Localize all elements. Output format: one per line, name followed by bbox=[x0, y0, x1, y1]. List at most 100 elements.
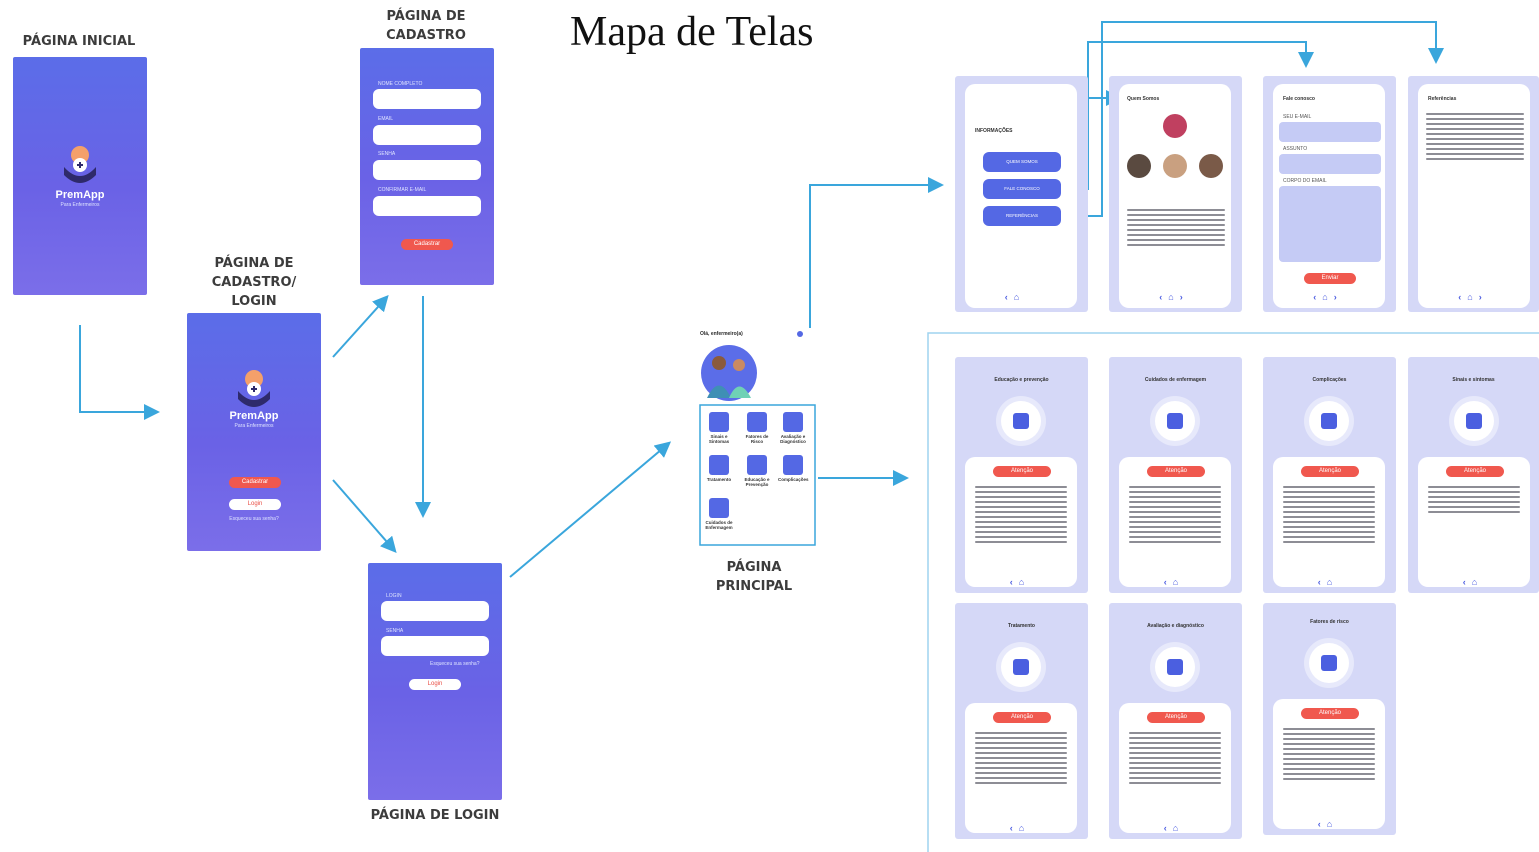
quem-somos-button[interactable]: QUEM SOMOS bbox=[983, 152, 1061, 172]
login-submit-button[interactable]: Login bbox=[409, 679, 461, 690]
nurse-illustration-icon bbox=[701, 345, 757, 401]
referencias-card bbox=[1418, 84, 1530, 308]
field-label-senha: SENHA bbox=[378, 151, 396, 157]
caption-pagina-inicial: PÁGINA INICIAL bbox=[22, 34, 136, 49]
topic-title: Tratamento bbox=[1008, 623, 1035, 629]
topic-screen-fatores: Fatores de risco Atenção ‹⌂ bbox=[1263, 603, 1396, 835]
topic-screen-cuidados: Cuidados de enfermagem Atenção ‹⌂ bbox=[1109, 357, 1242, 593]
topic-text bbox=[1283, 725, 1375, 783]
nav-bar[interactable]: ‹⌂ bbox=[1009, 577, 1031, 587]
menu-complicacoes[interactable]: Complicações bbox=[778, 455, 809, 482]
password-input[interactable] bbox=[381, 636, 489, 656]
corpo-label: CORPO DO EMAIL bbox=[1283, 178, 1327, 184]
menu-sinais-sintomas[interactable]: Sinais e Sintomas bbox=[704, 412, 734, 444]
treatment-icon bbox=[709, 455, 729, 475]
nav-bar[interactable]: ‹⌂ bbox=[1317, 819, 1339, 829]
topic-text bbox=[1129, 483, 1221, 546]
menu-educacao-prevencao[interactable]: Educação e Prevenção bbox=[742, 455, 772, 487]
menu-tratamento[interactable]: Tratamento bbox=[704, 455, 734, 482]
topic-title: Complicações bbox=[1312, 377, 1347, 383]
logo-subtitle: Para Enfermeiros bbox=[60, 202, 100, 208]
email-input[interactable] bbox=[373, 125, 481, 145]
nurse-cap-icon bbox=[709, 498, 729, 518]
attention-badge: Atenção bbox=[1301, 466, 1359, 477]
login-button[interactable]: Login bbox=[229, 499, 281, 510]
education-icon bbox=[1013, 413, 1029, 429]
nav-bar[interactable]: ‹⌂› bbox=[1159, 292, 1189, 302]
greeting-text: Olá, enfermeiro(a) bbox=[700, 331, 743, 337]
menu-cuidados-enfermagem[interactable]: Cuidados de Enfermagem bbox=[704, 498, 734, 530]
nav-bar[interactable]: ‹⌂ bbox=[1462, 577, 1484, 587]
informacoes-screen: INFORMAÇÕES QUEM SOMOS FALE CONOSCO REFE… bbox=[955, 76, 1088, 312]
enviar-button[interactable]: Enviar bbox=[1304, 273, 1356, 284]
warning-icon bbox=[1309, 401, 1349, 441]
referencias-screen: Referências ‹⌂› bbox=[1408, 76, 1539, 312]
email-label: SEU E-MAIL bbox=[1283, 114, 1312, 120]
menu-avaliacao-diagnostico[interactable]: Avaliação e Diagnóstico bbox=[778, 412, 808, 444]
login-input[interactable] bbox=[381, 601, 489, 621]
field-label-nome: NOME COMPLETO bbox=[378, 81, 423, 87]
forgot-password-link[interactable]: Esqueceu sua senha? bbox=[229, 516, 279, 522]
menu-label: Fatores de Risco bbox=[745, 434, 769, 444]
baby-hands-logo-icon bbox=[64, 146, 96, 183]
heart-icon bbox=[709, 412, 729, 432]
nav-bar[interactable]: ‹⌂ bbox=[1317, 577, 1339, 587]
warning-icon bbox=[783, 455, 803, 475]
topic-screen-avaliacao: Avaliação e diagnóstico Atenção ‹⌂ bbox=[1109, 603, 1242, 839]
nav-bar[interactable]: ‹⌂ bbox=[1163, 577, 1185, 587]
fale-conosco-button[interactable]: FALE CONOSCO bbox=[983, 179, 1061, 199]
field-label-email: EMAIL bbox=[378, 116, 394, 122]
avatar bbox=[1163, 114, 1187, 138]
nav-bar[interactable]: ‹⌂ bbox=[1163, 823, 1185, 833]
avatar bbox=[1127, 154, 1151, 178]
menu-label: Avaliação e Diagnóstico bbox=[780, 434, 806, 444]
avatar bbox=[1163, 154, 1187, 178]
education-icon bbox=[747, 455, 767, 475]
topic-screen-educacao: Educação e prevenção Atenção ‹⌂ bbox=[955, 357, 1088, 593]
topic-text bbox=[1283, 483, 1375, 546]
topic-screen-tratamento: Tratamento Atenção ‹⌂ bbox=[955, 603, 1088, 839]
fale-conosco-screen: Fale conosco SEU E-MAIL ASSUNTO CORPO DO… bbox=[1263, 76, 1396, 312]
quem-somos-heading: Quem Somos bbox=[1127, 96, 1160, 102]
forgot-password-link[interactable]: Esqueceu sua senha? bbox=[430, 661, 480, 667]
field-label-login: LOGIN bbox=[386, 593, 402, 599]
assunto-input[interactable] bbox=[1279, 154, 1381, 174]
nav-bar[interactable]: ‹⌂› bbox=[1313, 292, 1343, 302]
fale-conosco-heading: Fale conosco bbox=[1283, 96, 1315, 102]
user-icon[interactable] bbox=[797, 331, 803, 337]
cadastrar-button[interactable]: Cadastrar bbox=[229, 477, 281, 488]
attention-badge: Atenção bbox=[993, 466, 1051, 477]
topic-card bbox=[1418, 457, 1530, 587]
referencias-button[interactable]: REFERÊNCIAS bbox=[983, 206, 1061, 226]
topic-title: Avaliação e diagnóstico bbox=[1147, 623, 1204, 629]
field-label-senha: SENHA bbox=[386, 628, 404, 634]
heart-icon bbox=[1454, 401, 1494, 441]
assunto-label: ASSUNTO bbox=[1283, 146, 1308, 152]
menu-label: Educação e Prevenção bbox=[744, 477, 770, 487]
about-text bbox=[1127, 206, 1225, 249]
email-input[interactable] bbox=[1279, 122, 1381, 142]
menu-label: Tratamento bbox=[706, 477, 732, 482]
menu-fatores-risco[interactable]: Fatores de Risco bbox=[742, 412, 772, 444]
message-textarea[interactable] bbox=[1279, 186, 1381, 262]
senha-input[interactable] bbox=[373, 160, 481, 180]
pregnant-icon bbox=[1309, 643, 1349, 683]
nome-input[interactable] bbox=[373, 89, 481, 109]
nav-bar[interactable]: ‹⌂ bbox=[1009, 823, 1031, 833]
nav-bar[interactable]: ‹⌂› bbox=[1458, 292, 1488, 302]
topic-text bbox=[975, 729, 1067, 787]
cadastrar-submit-button[interactable]: Cadastrar bbox=[401, 239, 453, 250]
pregnant-icon bbox=[1321, 655, 1337, 671]
nav-bar[interactable]: ‹⌂ bbox=[1004, 292, 1026, 302]
attention-badge: Atenção bbox=[1147, 712, 1205, 723]
topic-title: Cuidados de enfermagem bbox=[1144, 377, 1207, 383]
avatar bbox=[1199, 154, 1223, 178]
caption-cadastro-login: PÁGINA DE CADASTRO/ LOGIN bbox=[211, 256, 297, 309]
info-heading: INFORMAÇÕES bbox=[975, 128, 1013, 134]
field-label-confirmar: CONFIRMAR E-MAIL bbox=[378, 187, 427, 193]
confirmar-email-input[interactable] bbox=[373, 196, 481, 216]
treatment-icon bbox=[1001, 647, 1041, 687]
menu-label: Complicações bbox=[778, 477, 809, 482]
splash-screen: PremApp Para Enfermeiros bbox=[13, 57, 147, 295]
warning-icon bbox=[1321, 413, 1337, 429]
